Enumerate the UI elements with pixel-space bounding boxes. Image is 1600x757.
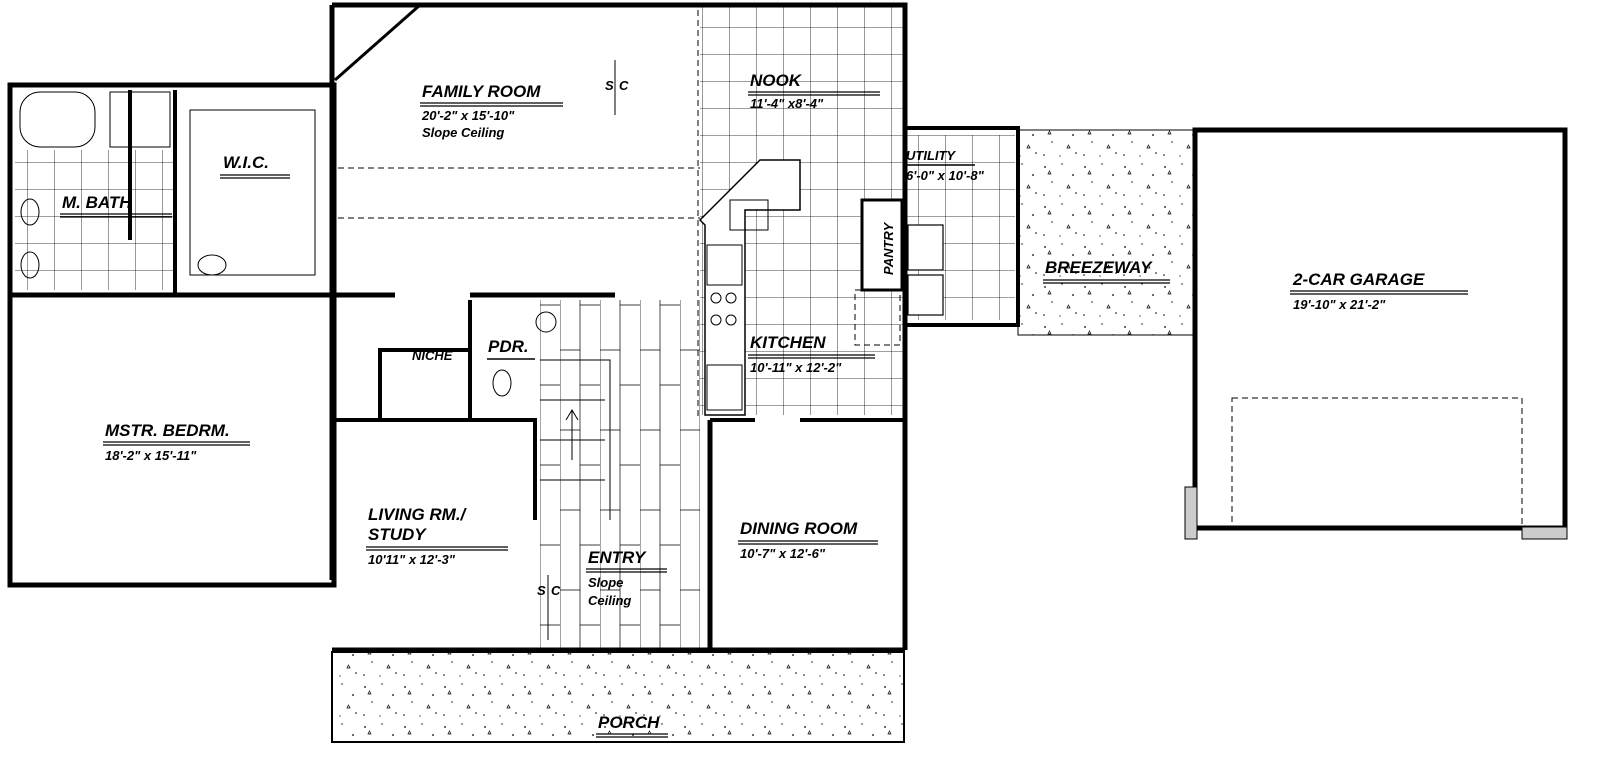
wic-closet (189, 109, 316, 276)
entry-slope-marker: S C (537, 575, 561, 640)
room-name: PORCH (598, 713, 660, 732)
breezeway-area (1017, 129, 1195, 336)
refrigerator (854, 289, 901, 346)
room-dims: 20'-2" x 15'-10" (421, 108, 515, 123)
sink-icon (20, 198, 40, 226)
slope-s: S (537, 583, 546, 598)
room-name: FAMILY ROOM (422, 82, 541, 101)
dining-room-label: DINING ROOM 10'-7" x 12'-6" (738, 519, 878, 561)
room-dims: 10'-7" x 12'-6" (740, 546, 826, 561)
breezeway-label: BREEZEWAY (1043, 258, 1170, 284)
room-note: Slope (588, 575, 623, 590)
wic-label: W.I.C. (220, 153, 290, 179)
room-name: NOOK (750, 71, 803, 90)
room-name: M. BATH (62, 193, 132, 212)
room-dims: 19'-10" x 21'-2" (1293, 297, 1386, 312)
entry-floor (540, 300, 700, 650)
master-bedroom-label: MSTR. BEDRM. 18'-2" x 15'-11" (103, 421, 250, 463)
slope-ceiling-marker: S C (605, 60, 629, 115)
room-name: 2-CAR GARAGE (1292, 270, 1425, 289)
porch-area (331, 651, 905, 743)
kitchen-label: KITCHEN 10'-11" x 12'-2" (748, 333, 875, 375)
room-dims: 10'11" x 12'-3" (368, 552, 456, 567)
room-name: LIVING RM./ (368, 505, 468, 524)
stair-arrow-icon (565, 409, 579, 460)
room-name: PDR. (488, 337, 529, 356)
family-room-label: FAMILY ROOM 20'-2" x 15'-10" Slope Ceili… (420, 82, 563, 140)
garage-walls (1192, 127, 1568, 531)
room-name: W.I.C. (223, 153, 269, 172)
entry-label: ENTRY Slope Ceiling (586, 548, 667, 608)
room-name: ENTRY (588, 548, 647, 567)
slope-s: S (605, 78, 614, 93)
room-name: STUDY (368, 525, 427, 544)
room-dims: 11'-4" x8'-4" (750, 96, 824, 111)
dryer-icon (907, 274, 944, 316)
kitchen-counter (698, 159, 801, 416)
slope-c: C (551, 583, 561, 598)
main-walls (329, 2, 908, 653)
living-room-label: LIVING RM./ STUDY 10'11" x 12'-3" (366, 505, 508, 567)
room-name: DINING ROOM (740, 519, 858, 538)
utility-label: UTILITY 6'-0" x 10'-8" (904, 148, 985, 183)
nook-label: NOOK 11'-4" x8'-4" (748, 71, 880, 111)
powder-label: PDR. (487, 337, 535, 360)
washer-icon (907, 224, 944, 271)
toilet-icon (197, 254, 227, 276)
room-dims: 10'-11" x 12'-2" (750, 360, 842, 375)
garage-label: 2-CAR GARAGE 19'-10" x 21'-2" (1290, 270, 1468, 312)
dishwasher-icon (706, 364, 743, 411)
room-name: MSTR. BEDRM. (105, 421, 230, 440)
slope-c: C (619, 78, 629, 93)
garage-door (1231, 397, 1523, 531)
pantry-label: PANTRY (881, 221, 896, 275)
toilet-icon (492, 369, 512, 397)
sink-icon (535, 311, 557, 333)
utility-walls (903, 126, 1020, 327)
room-note: Ceiling (588, 593, 631, 608)
porch-label: PORCH (596, 713, 668, 738)
kitchen-sink-icon (729, 199, 769, 231)
shower-icon (109, 91, 171, 148)
bathtub-icon (19, 91, 96, 148)
stairs (540, 359, 611, 520)
room-dims: 18'-2" x 15'-11" (105, 448, 197, 463)
bath-tile (15, 150, 175, 290)
pantry-closet (860, 198, 904, 292)
room-note: Slope Ceiling (422, 125, 504, 140)
room-name: KITCHEN (750, 333, 826, 352)
range-icon (706, 244, 743, 286)
room-dims: 6'-0" x 10'-8" (906, 168, 985, 183)
master-bath-label: M. BATH (60, 193, 172, 218)
sink-icon (20, 251, 40, 279)
niche-label: NICHE (412, 348, 453, 363)
room-name: UTILITY (906, 148, 956, 163)
room-name: BREEZEWAY (1045, 258, 1153, 277)
